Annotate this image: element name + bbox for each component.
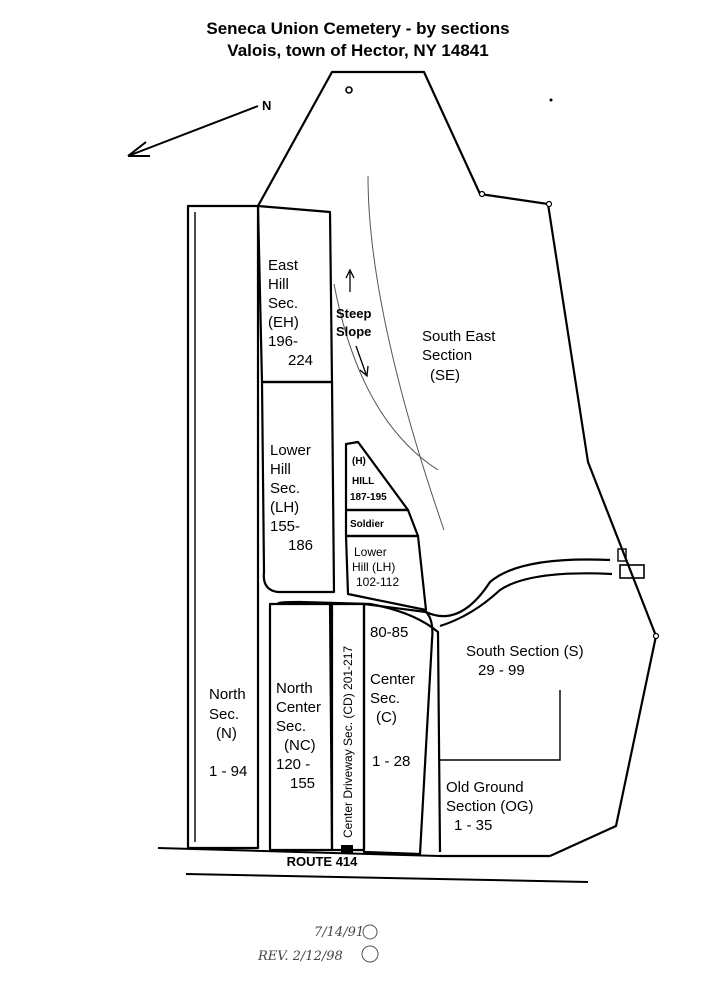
svg-text:Hill (LH): Hill (LH) [352, 560, 395, 574]
svg-text:224: 224 [288, 352, 313, 369]
svg-text:REV. 2/12/98: REV. 2/12/98 [257, 949, 343, 964]
svg-text:Sec.: Sec. [370, 690, 400, 707]
svg-text:South Section (S): South Section (S) [466, 643, 584, 660]
steep-slope-arrow-down-icon [355, 345, 369, 378]
svg-text:7/14/91: 7/14/91 [314, 925, 364, 940]
svg-text:Section: Section [422, 347, 472, 364]
svg-text:1 - 94: 1 - 94 [209, 763, 247, 780]
svg-text:Center: Center [370, 671, 415, 688]
entrance-marker [341, 845, 353, 853]
south-section-divider [440, 690, 561, 761]
north-arrow-icon: N [127, 98, 271, 157]
route-414-label: ROUTE 414 [287, 854, 359, 869]
svg-text:29 - 99: 29 - 99 [478, 662, 525, 679]
map-title-line1: Seneca Union Cemetery - by sections [206, 19, 509, 38]
svg-text:South East: South East [422, 328, 496, 345]
east-hill-label: East Hill Sec. (EH) 196- 224 [268, 257, 313, 369]
boundary-marker-top [345, 86, 353, 94]
map-title-line2: Valois, town of Hector, NY 14841 [227, 41, 488, 60]
svg-text:(H): (H) [352, 456, 366, 467]
lower-hill-upper-section [260, 380, 336, 594]
svg-text:Old Ground: Old Ground [446, 779, 524, 796]
svg-text:Hill: Hill [268, 276, 289, 293]
center-driveway-label: Center Driveway Sec. (CD) 201-217 [341, 646, 355, 838]
north-label: N [262, 98, 271, 113]
svg-text:(C): (C) [376, 709, 397, 726]
steep-slope-label: Steep Slope [336, 306, 371, 339]
svg-text:East: East [268, 257, 299, 274]
svg-text:(N): (N) [216, 725, 237, 742]
south-east-label: South East Section (SE) [422, 328, 496, 384]
lower-hill-small-section [344, 534, 428, 612]
lower-hill-upper-label: Lower Hill Sec. (LH) 155- 186 [270, 442, 313, 554]
svg-text:Center: Center [276, 699, 321, 716]
svg-text:(EH): (EH) [268, 314, 299, 331]
svg-text:Steep: Steep [336, 306, 371, 321]
svg-text:(LH): (LH) [270, 499, 299, 516]
svg-text:Sec.: Sec. [268, 295, 298, 312]
svg-text:155-: 155- [270, 518, 300, 535]
center-section-label: 80-85 Center Sec. (C) 1 - 28 [370, 624, 415, 770]
north-center-label: North Center Sec. (NC) 120 - 155 [276, 680, 321, 792]
svg-text:Sec.: Sec. [209, 706, 239, 723]
steep-slope-arrow-up-icon [345, 268, 355, 292]
svg-text:Sec.: Sec. [276, 718, 306, 735]
svg-text:Lower: Lower [354, 545, 387, 559]
svg-text:North: North [209, 686, 246, 703]
svg-text:(SE): (SE) [430, 367, 460, 384]
svg-text:HILL: HILL [352, 476, 374, 487]
svg-text:196-: 196- [268, 333, 298, 350]
svg-text:Hill: Hill [270, 461, 291, 478]
soldier-label: Soldier [350, 519, 384, 530]
hill-label: (H) HILL 187-195 [350, 456, 387, 503]
svg-text:120 -: 120 - [276, 756, 310, 773]
north-section-outline [186, 204, 260, 850]
handwritten-revision-note: 7/14/91 REV. 2/12/98 [257, 924, 379, 964]
svg-text:1 - 35: 1 - 35 [454, 817, 492, 834]
south-section-label: South Section (S) 29 - 99 [466, 643, 584, 679]
svg-text:Sec.: Sec. [270, 480, 300, 497]
svg-text:155: 155 [290, 775, 315, 792]
svg-text:(NC): (NC) [284, 737, 316, 754]
svg-text:1 - 28: 1 - 28 [372, 753, 410, 770]
svg-text:Lower: Lower [270, 442, 311, 459]
route-414-line-bottom [185, 873, 589, 883]
gate-marker [617, 548, 627, 562]
svg-text:Section (OG): Section (OG) [446, 798, 534, 815]
route-414-line-top [157, 847, 441, 857]
svg-text:80-85: 80-85 [370, 624, 408, 641]
old-ground-label: Old Ground Section (OG) 1 - 35 [446, 779, 534, 834]
svg-text:Slope: Slope [336, 324, 371, 339]
svg-text:102-112: 102-112 [356, 575, 399, 589]
cemetery-boundary [257, 70, 658, 858]
svg-text:187-195: 187-195 [350, 492, 387, 503]
lower-hill-small-label: Lower Hill (LH) 102-112 [352, 545, 399, 589]
north-section-label: North Sec. (N) 1 - 94 [209, 686, 247, 780]
svg-text:North: North [276, 680, 313, 697]
center-section [362, 602, 434, 856]
svg-text:186: 186 [288, 537, 313, 554]
